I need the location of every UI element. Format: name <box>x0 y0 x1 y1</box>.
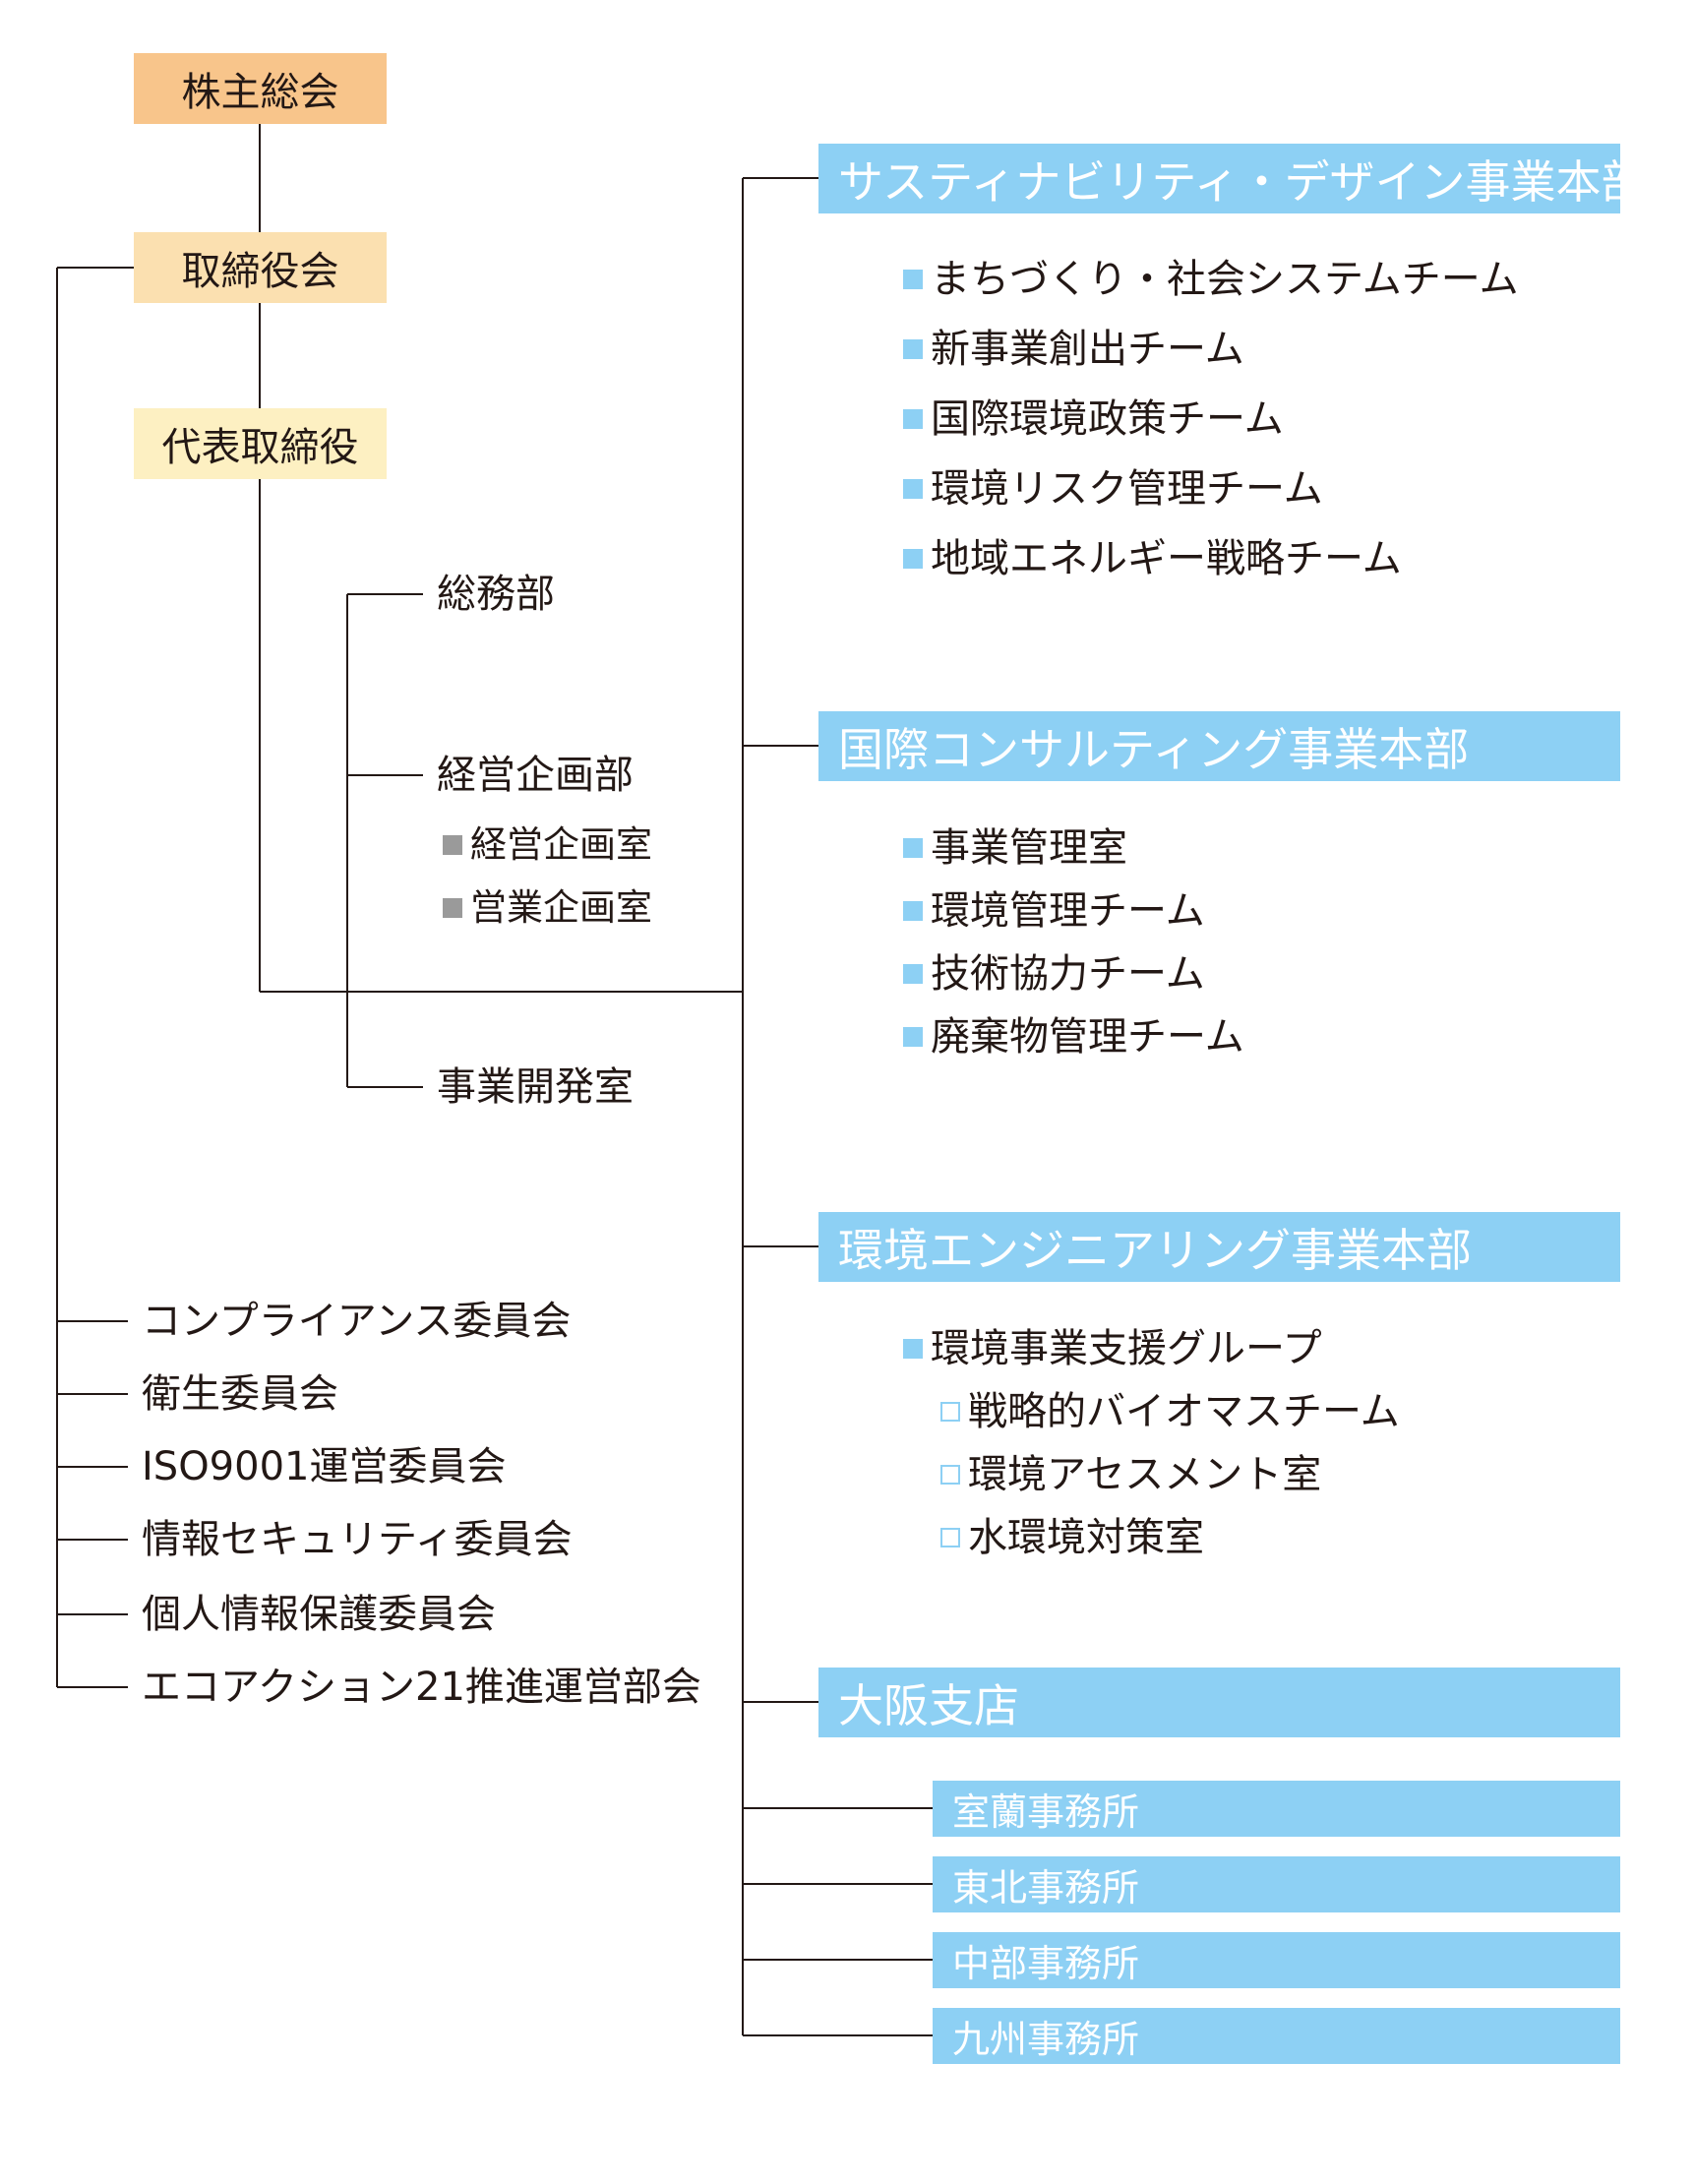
board-of-directors-label: 取締役会 <box>181 249 339 294</box>
blue-square-marker <box>903 901 923 921</box>
office-box: 室蘭事務所 <box>933 1781 1620 1837</box>
office-box: 東北事務所 <box>933 1856 1620 1912</box>
open-square-marker <box>940 1465 960 1485</box>
open-square-marker <box>940 1528 960 1547</box>
gray-square-marker <box>443 834 462 855</box>
office-name: 東北事務所 <box>952 1866 1140 1910</box>
team-item: 新事業創出チーム <box>903 328 1244 369</box>
blue-square-marker <box>903 1339 923 1359</box>
team-item: 地域エネルギー戦略チーム <box>903 537 1402 578</box>
subunit-item: 環境アセスメント室 <box>940 1453 1321 1494</box>
blue-square-marker <box>903 838 923 858</box>
team-item: 環境リスク管理チーム <box>903 467 1323 509</box>
office-name: 九州事務所 <box>952 2018 1140 2061</box>
division-name: 環境エンジニアリング事業本部 <box>838 1223 1472 1277</box>
blue-square-marker <box>903 549 923 569</box>
board-of-directors-box: 取締役会 <box>134 232 387 303</box>
corporate-planning-dept: 経営企画部 <box>437 753 634 798</box>
committee-item: エコアクション21推進運営部会 <box>142 1665 701 1710</box>
blue-square-marker <box>903 479 923 499</box>
team-item: 環境管理チーム <box>903 889 1205 931</box>
committee-item: 衛生委員会 <box>142 1371 338 1417</box>
gray-square-marker <box>443 897 462 918</box>
general-affairs-dept: 総務部 <box>437 572 555 617</box>
corporate-planning-unit: 経営企画室 <box>443 824 652 863</box>
representative-director-label: 代表取締役 <box>161 425 359 470</box>
committee-item: 個人情報保護委員会 <box>142 1592 496 1637</box>
committee-item: 情報セキュリティ委員会 <box>142 1517 573 1562</box>
blue-square-marker <box>903 1027 923 1047</box>
office-name: 中部事務所 <box>952 1942 1140 1985</box>
shareholders-meeting-label: 株主総会 <box>181 70 339 115</box>
branch-header: 大阪支店 <box>818 1668 1620 1737</box>
division-header: 環境エンジニアリング事業本部 <box>818 1212 1620 1282</box>
shareholders-meeting-box: 株主総会 <box>134 53 387 124</box>
team-item: 事業管理室 <box>903 826 1127 868</box>
committee-item: コンプライアンス委員会 <box>142 1299 572 1344</box>
committee-item: ISO9001運営委員会 <box>142 1444 507 1489</box>
blue-square-marker <box>903 409 923 429</box>
open-square-marker <box>940 1402 960 1422</box>
team-item: 国際環境政策チーム <box>903 397 1284 439</box>
corporate-planning-unit: 営業企画室 <box>443 887 652 926</box>
team-item: 技術協力チーム <box>903 952 1205 994</box>
team-item: まちづくり・社会システムチーム <box>903 258 1519 299</box>
team-item: 廃棄物管理チーム <box>903 1015 1244 1057</box>
subunit-item: 水環境対策室 <box>940 1516 1204 1557</box>
division-name: 国際コンサルティング事業本部 <box>838 722 1470 776</box>
representative-director-box: 代表取締役 <box>134 408 387 479</box>
office-box: 中部事務所 <box>933 1932 1620 1988</box>
blue-square-marker <box>903 964 923 984</box>
branch-name: 大阪支店 <box>838 1678 1019 1732</box>
office-name: 室蘭事務所 <box>952 1790 1140 1834</box>
office-box: 九州事務所 <box>933 2008 1620 2064</box>
blue-square-marker <box>903 270 923 289</box>
business-development-dept: 事業開発室 <box>437 1064 634 1110</box>
division-header: サスティナビリティ・デザイン事業本部 <box>818 144 1647 213</box>
division-header: 国際コンサルティング事業本部 <box>818 711 1620 781</box>
subunit-item: 戦略的バイオマスチーム <box>940 1390 1400 1431</box>
blue-square-marker <box>903 339 923 359</box>
division-name: サスティナビリティ・デザイン事業本部 <box>838 154 1647 209</box>
group-item: 環境事業支援グループ <box>903 1327 1322 1368</box>
